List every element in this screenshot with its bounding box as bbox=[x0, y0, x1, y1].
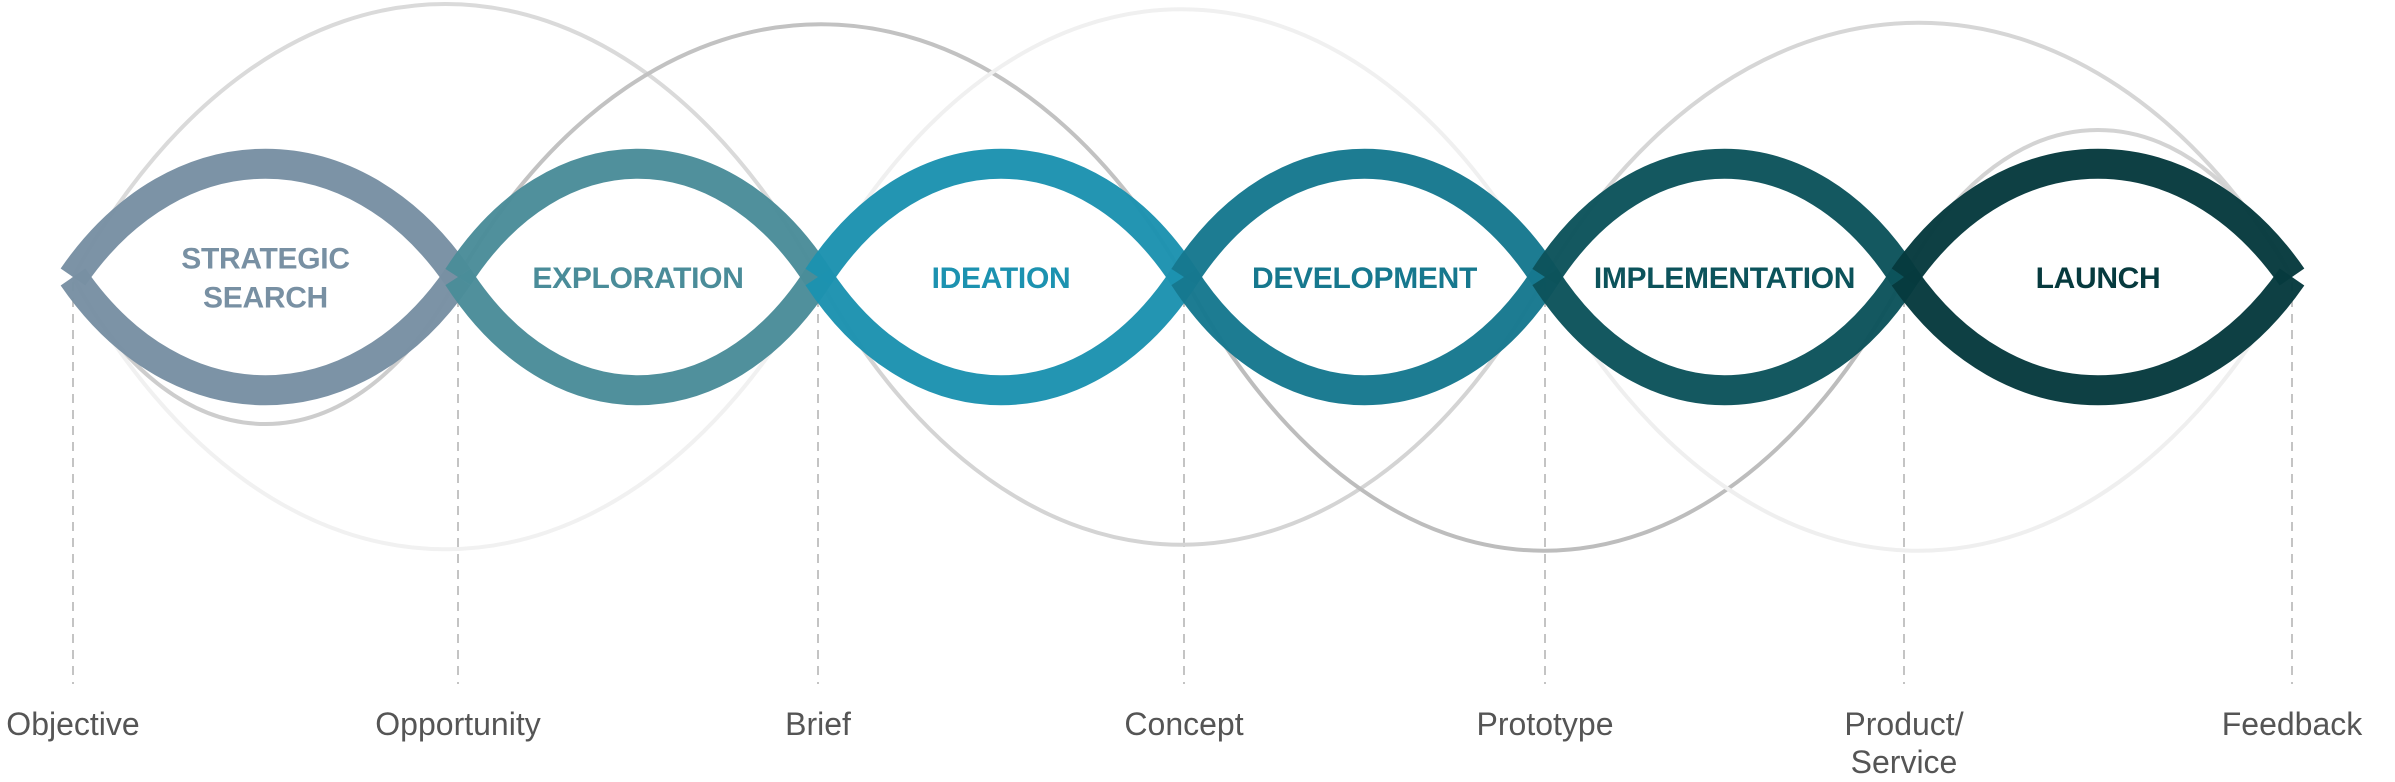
background-arc bbox=[816, 276, 1547, 547]
milestone-labels: Objective Opportunity Brief Concept Prototyp… bbox=[6, 706, 2363, 780]
phase-label: LAUNCH bbox=[2036, 262, 2161, 295]
phase-lens bbox=[1891, 148, 2305, 406]
lens-bottom-arc bbox=[60, 268, 471, 406]
phase-label: STRATEGIC bbox=[181, 243, 349, 276]
background-arc bbox=[456, 22, 1186, 279]
phase-labels: STRATEGIC SEARCH EXPLORATION IDEATION DEVELO… bbox=[181, 243, 2160, 315]
phase-label: IDEATION bbox=[932, 262, 1071, 295]
milestone-label: Opportunity bbox=[375, 706, 540, 742]
milestone-label: Objective bbox=[6, 706, 139, 742]
background-arc bbox=[71, 2, 820, 278]
phase-lens bbox=[805, 148, 1197, 406]
background-arc bbox=[1543, 20, 2294, 279]
phase-lens bbox=[1171, 148, 1558, 406]
lens-bottom-arc bbox=[1891, 268, 2305, 406]
milestone-label: Concept bbox=[1124, 706, 1243, 742]
background-arc bbox=[71, 276, 820, 552]
phase-lens bbox=[60, 148, 471, 406]
lens-top-arc bbox=[1891, 148, 2305, 286]
milestone-guides bbox=[72, 282, 2293, 684]
milestone-label: Service bbox=[1851, 744, 1958, 780]
milestone-label: Feedback bbox=[2222, 706, 2364, 742]
background-arc bbox=[816, 7, 1547, 278]
phase-lens bbox=[445, 148, 831, 406]
background-arc bbox=[1182, 276, 1906, 553]
phase-label: IMPLEMENTATION bbox=[1594, 262, 1855, 295]
milestone-label: Prototype bbox=[1477, 706, 1614, 742]
phase-label: DEVELOPMENT bbox=[1252, 262, 1477, 295]
milestone-label: Brief bbox=[785, 706, 851, 742]
lens-top-arc bbox=[1171, 148, 1558, 286]
background-arc bbox=[1543, 276, 2294, 553]
phase-label: EXPLORATION bbox=[532, 262, 743, 295]
lens-bottom-arc bbox=[445, 268, 831, 406]
phase-lenses bbox=[60, 148, 2305, 406]
lens-bottom-arc bbox=[1171, 268, 1558, 406]
phase-label: SEARCH bbox=[203, 282, 328, 315]
lens-top-arc bbox=[1532, 148, 1917, 286]
lens-top-arc bbox=[805, 148, 1197, 286]
phase-lens bbox=[1532, 148, 1917, 406]
lens-bottom-arc bbox=[1532, 268, 1917, 406]
milestone-label: Product/ bbox=[1844, 706, 1963, 742]
lens-bottom-arc bbox=[805, 268, 1197, 406]
lens-top-arc bbox=[445, 148, 831, 286]
lens-top-arc bbox=[60, 148, 471, 286]
